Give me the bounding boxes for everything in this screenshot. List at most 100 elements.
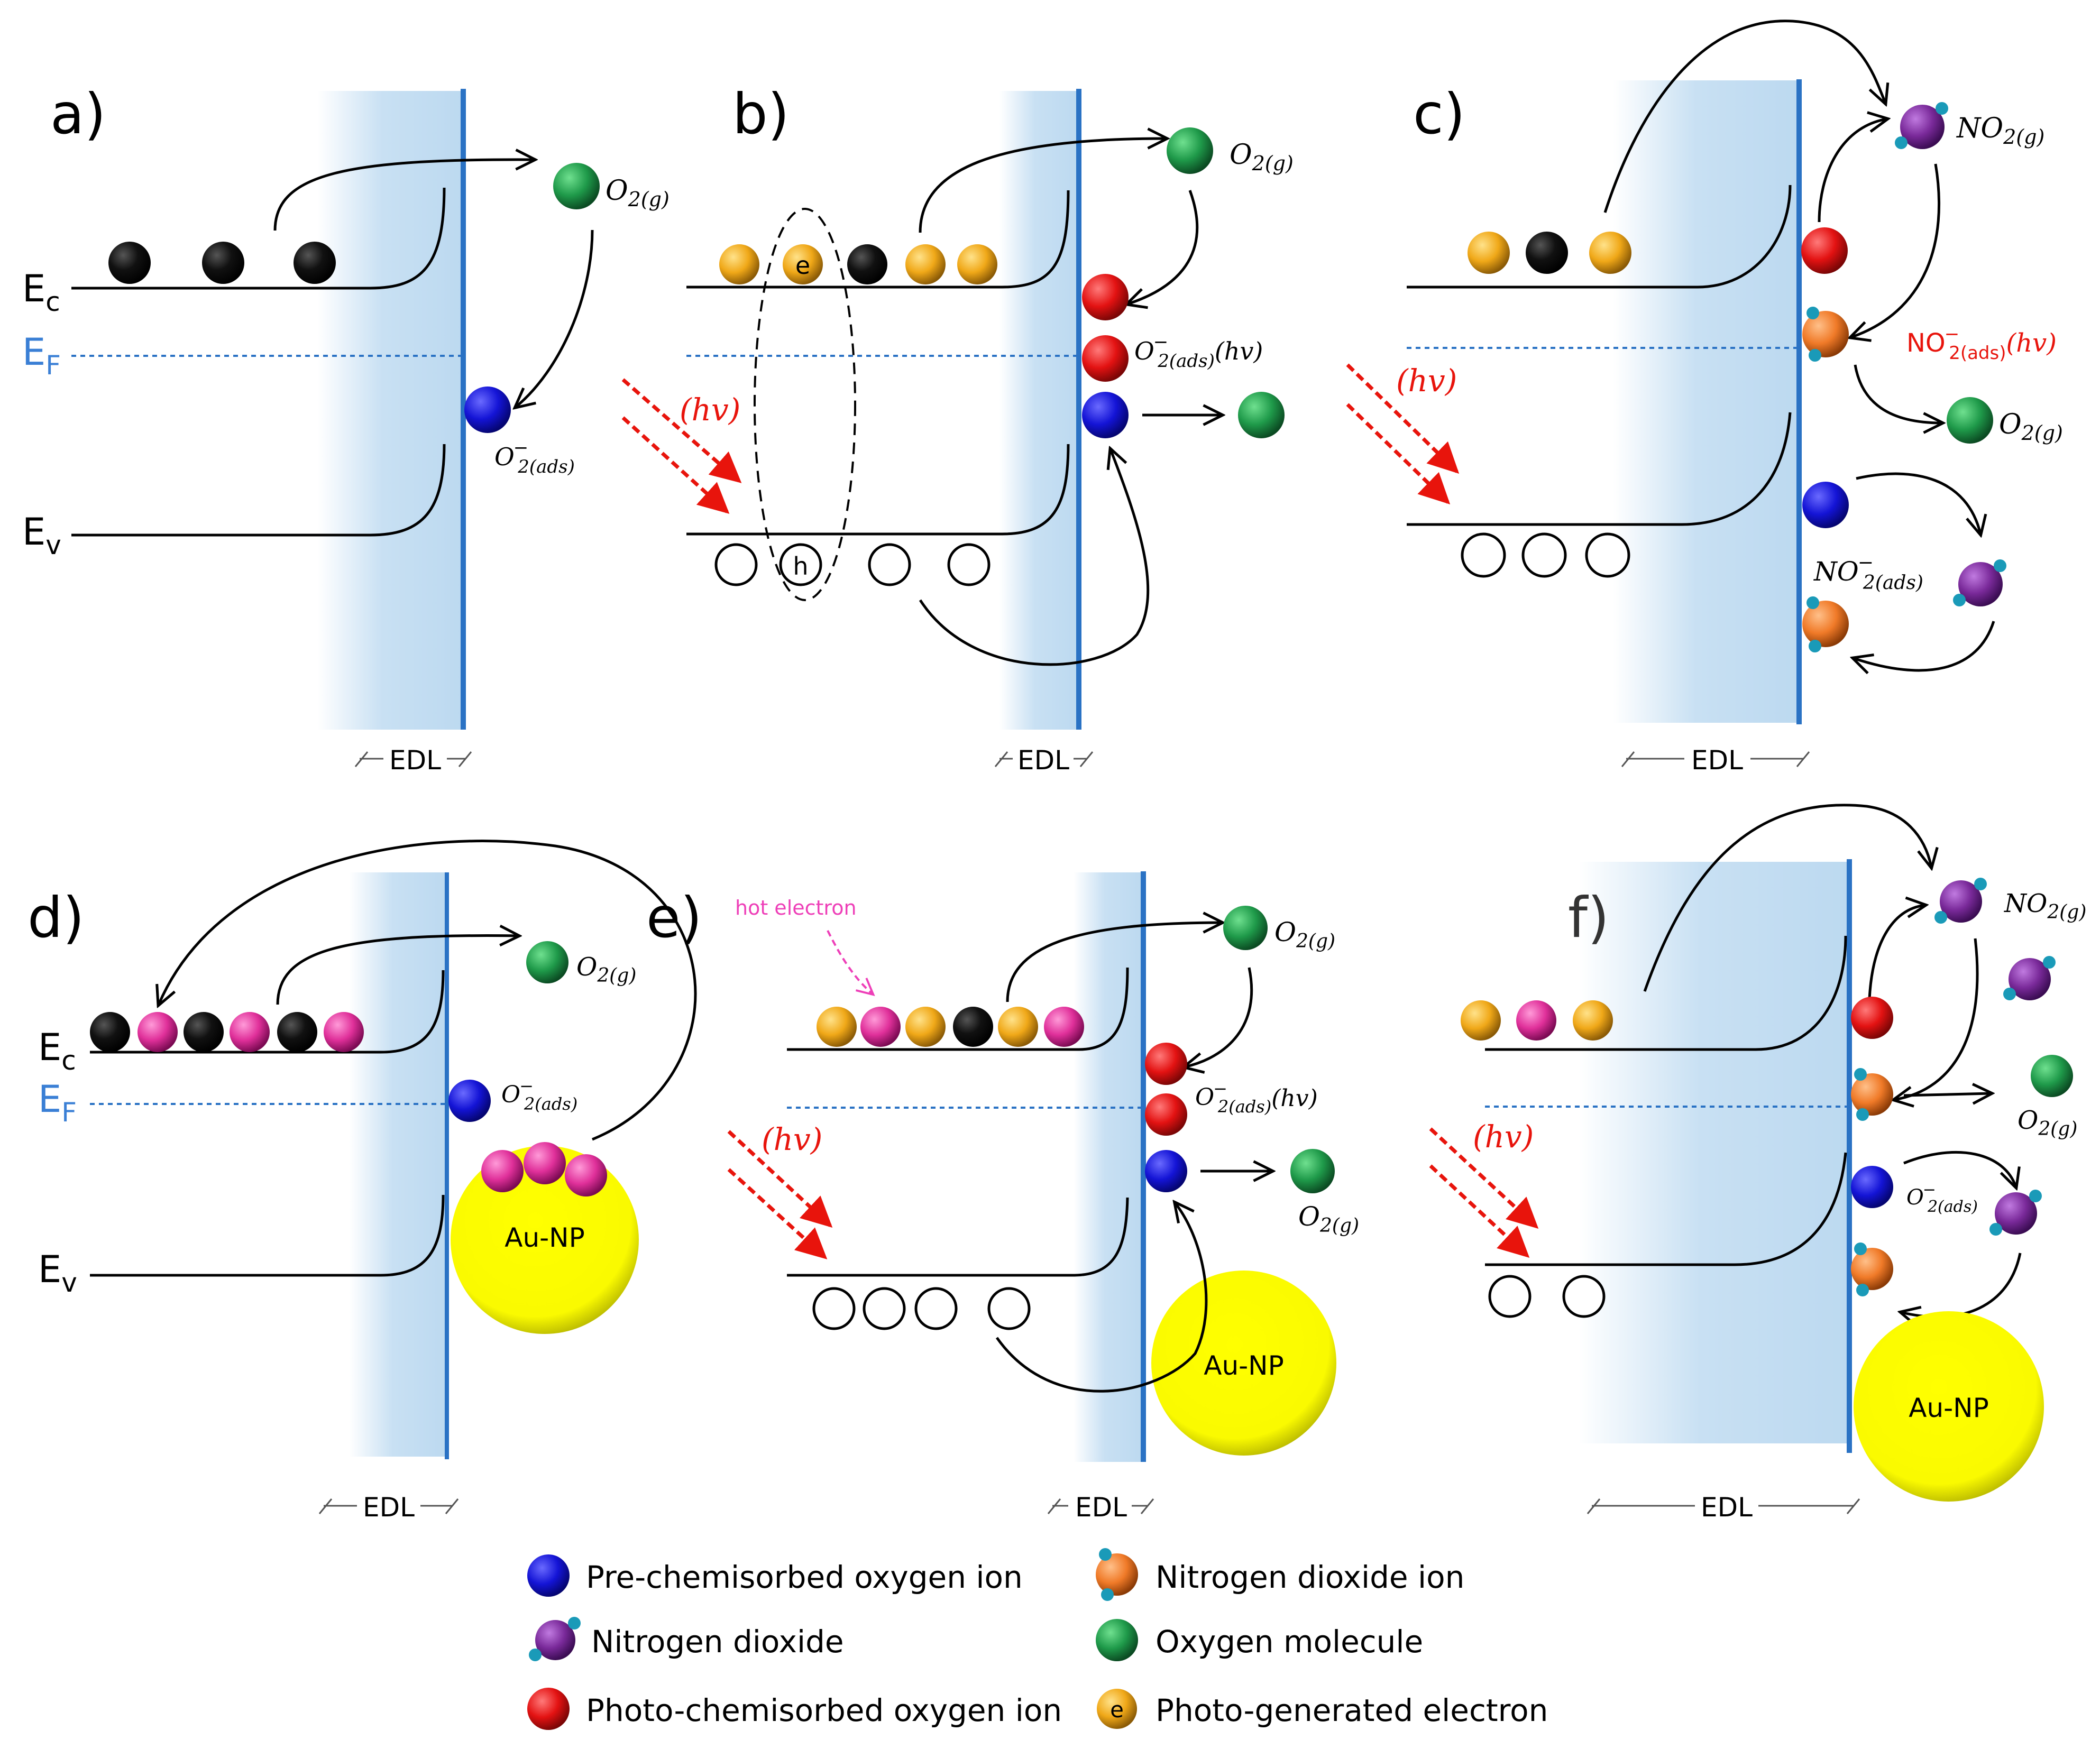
edl-region bbox=[999, 91, 1079, 730]
hot-electron bbox=[324, 1012, 364, 1052]
svg-text:EDL: EDL bbox=[1691, 745, 1743, 776]
edl-bracket: EDL bbox=[994, 743, 1094, 776]
transfer-arrow bbox=[276, 936, 518, 1005]
o2hv-label: O−2(ads)(hv) bbox=[1134, 332, 1263, 372]
valence-band bbox=[1485, 1152, 1847, 1266]
electron bbox=[277, 1012, 317, 1052]
legend-item: Nitrogen dioxide ion bbox=[1096, 1548, 1464, 1601]
o2g-label: O2(g) bbox=[1999, 409, 2063, 445]
ef-label: EF bbox=[22, 330, 61, 381]
no2-molecule bbox=[2003, 956, 2056, 1000]
no2hv-label: NO−2(ads)(hv) bbox=[1906, 324, 2057, 364]
panel-f: (hv) bbox=[1429, 804, 2086, 1523]
orange-sphere-icon bbox=[1096, 1548, 1138, 1601]
desorption-arrow bbox=[1854, 364, 1942, 423]
photo-oxygen-ion bbox=[1851, 997, 1893, 1039]
no2-ion bbox=[1802, 307, 1849, 362]
hole bbox=[1562, 1275, 1606, 1318]
electron-symbol: e bbox=[795, 251, 810, 280]
transfer-arrow bbox=[273, 160, 534, 231]
conduction-band bbox=[1407, 185, 1792, 289]
desorption-arrow bbox=[1903, 1093, 1991, 1096]
photo-electron bbox=[998, 1007, 1038, 1047]
no2-ion bbox=[1802, 596, 1849, 652]
oxygen-ion bbox=[464, 386, 511, 433]
edl-region bbox=[1074, 872, 1143, 1462]
light-arrows bbox=[1429, 1127, 1539, 1258]
oxygen-molecule bbox=[1167, 127, 1213, 174]
ev-label: Ev bbox=[22, 510, 61, 560]
hv-label: (hv) bbox=[680, 392, 740, 428]
oxygen-ion bbox=[1082, 392, 1129, 438]
ec-label: Ec bbox=[38, 1026, 76, 1076]
legend-item: Oxygen molecule bbox=[1096, 1619, 1423, 1661]
o2g-label: O2(g) bbox=[1274, 917, 1335, 952]
no2-molecule bbox=[1934, 878, 1987, 924]
panel-label: d) bbox=[27, 886, 85, 950]
electron bbox=[847, 244, 887, 284]
photo-oxygen-ion bbox=[1145, 1043, 1187, 1085]
no2-ion bbox=[1851, 1242, 1893, 1296]
o2g-label: O2(g) bbox=[576, 952, 636, 987]
light-arrows bbox=[621, 378, 742, 514]
hv-label: (hv) bbox=[1473, 1119, 1534, 1155]
edl-bracket: EDL bbox=[354, 743, 472, 776]
svg-text:EDL: EDL bbox=[389, 745, 441, 776]
legend-item: Nitrogen dioxide bbox=[529, 1617, 844, 1661]
electron bbox=[1526, 232, 1568, 274]
o2ads-label: O−2(ads) bbox=[501, 1076, 577, 1114]
conduction-band bbox=[71, 187, 446, 290]
conduction-band bbox=[787, 967, 1129, 1051]
hole-symbol: h bbox=[793, 552, 808, 581]
legend-item: Photo-chemisorbed oxygen ion bbox=[527, 1688, 1062, 1730]
photo-oxygen-ion bbox=[1082, 335, 1129, 382]
panel-label: e) bbox=[646, 886, 702, 950]
photo-electron bbox=[1468, 232, 1510, 274]
conduction-band bbox=[90, 970, 445, 1054]
conduction-band bbox=[1485, 935, 1847, 1051]
hv-label: (hv) bbox=[762, 1121, 822, 1157]
blue-sphere-icon bbox=[527, 1554, 570, 1597]
aunp-label: Au-NP bbox=[505, 1222, 585, 1253]
oxygen-molecule bbox=[1238, 392, 1285, 438]
photo-electron bbox=[905, 244, 946, 284]
au-nanoparticle bbox=[1151, 1271, 1336, 1456]
photo-oxygen-ion bbox=[1145, 1093, 1187, 1136]
adsorption-arrow bbox=[1868, 905, 1925, 1000]
electron bbox=[90, 1012, 130, 1052]
o2g-label: O2(g) bbox=[606, 175, 670, 211]
adsorption-arrow bbox=[1851, 163, 1940, 337]
edl-region bbox=[1579, 862, 1849, 1443]
reaction-arrow bbox=[1856, 472, 1980, 534]
edl-region bbox=[1613, 80, 1798, 723]
hot-electron bbox=[137, 1012, 178, 1052]
hole bbox=[1488, 1275, 1532, 1318]
au-nanoparticle bbox=[1854, 1311, 2044, 1502]
legend: Pre-chemisorbed oxygen ion Nitrogen diox… bbox=[527, 1548, 1548, 1730]
photo-electron bbox=[1573, 1000, 1613, 1041]
adsorption-arrow bbox=[516, 229, 594, 407]
no2-molecule bbox=[1895, 102, 1948, 149]
electron bbox=[108, 242, 151, 284]
oxygen-ion bbox=[1802, 482, 1849, 528]
reaction-arrow bbox=[1903, 1150, 2016, 1187]
edl-bracket: EDL bbox=[1587, 1490, 1860, 1523]
hot-electron-label: hot electron bbox=[735, 896, 857, 919]
oxygen-molecule bbox=[1947, 397, 1993, 444]
hole bbox=[987, 1287, 1031, 1330]
hole bbox=[1461, 532, 1506, 578]
oxygen-molecule bbox=[526, 941, 568, 983]
red-sphere-icon bbox=[527, 1688, 570, 1730]
hole bbox=[812, 1287, 856, 1330]
o2ads-label: O−2(ads) bbox=[1906, 1181, 1978, 1216]
photo-electron bbox=[817, 1007, 857, 1047]
gold-sphere-icon bbox=[1097, 1689, 1137, 1729]
hot-electron bbox=[860, 1007, 901, 1047]
hot-electron bbox=[1516, 1000, 1556, 1041]
oxygen-ion bbox=[448, 1080, 491, 1122]
panel-c: (hv) c) NO2(g) NO−2 bbox=[1346, 20, 2063, 776]
hv-label: (hv) bbox=[1396, 363, 1457, 399]
hot-electron bbox=[1044, 1007, 1084, 1047]
panel-label: b) bbox=[732, 82, 790, 146]
adsorption-arrow bbox=[1127, 190, 1199, 304]
